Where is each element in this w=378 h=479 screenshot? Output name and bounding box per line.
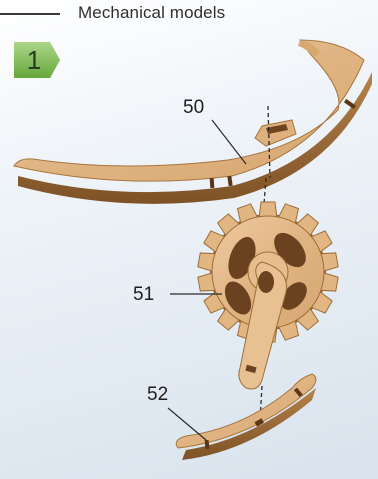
leader-line-52 — [168, 408, 206, 440]
callout-52: 52 — [147, 384, 168, 406]
part-51-sprocket — [198, 202, 339, 389]
leader-line-50 — [212, 120, 246, 164]
part-50-arc — [14, 40, 372, 204]
callout-50: 50 — [183, 97, 204, 119]
callout-51: 51 — [133, 284, 154, 306]
